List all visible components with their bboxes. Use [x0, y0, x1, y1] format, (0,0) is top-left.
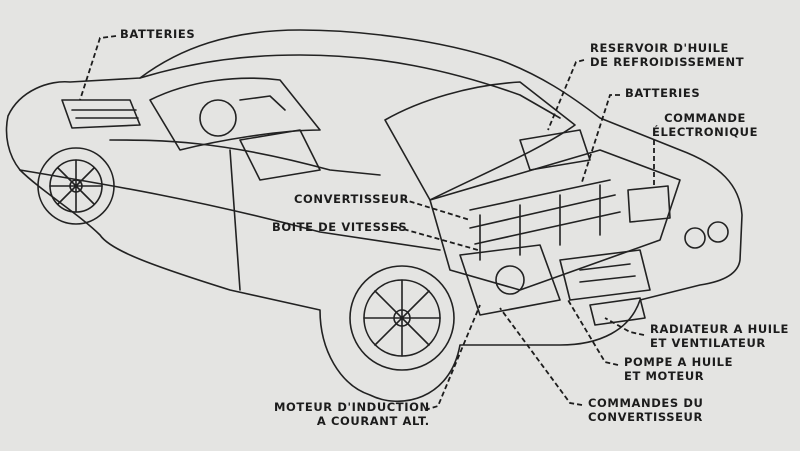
label-batteries-front: BATTERIES — [120, 27, 196, 41]
label-batteries-rear: BATTERIES — [625, 86, 701, 100]
windshield — [149, 77, 321, 151]
front-wheel — [37, 147, 115, 225]
label-commande: COMMANDE ÉLECTRONIQUE — [652, 111, 759, 139]
car-roof — [139, 54, 561, 119]
leader-commandes-conv — [499, 307, 583, 406]
side-crease — [19, 169, 441, 251]
electronic-control-box — [627, 185, 671, 223]
leader-moteur — [424, 304, 481, 411]
label-boite: BOITE DE VITESSES — [272, 220, 408, 234]
label-radiateur: RADIATEUR A HUILE ET VENTILATEUR — [650, 322, 790, 350]
label-commandes-conv: COMMANDES DU CONVERTISSEUR — [588, 396, 704, 424]
leader-radiateur — [604, 317, 645, 336]
tail-light — [684, 227, 706, 249]
radiator — [589, 297, 646, 326]
rear-wheel — [349, 265, 455, 371]
label-pompe: POMPE A HUILE ET MOTEUR — [624, 355, 734, 383]
door-line — [229, 149, 241, 291]
leader-reservoir — [547, 59, 585, 131]
steering-wheel — [199, 99, 237, 137]
leader-pompe — [567, 299, 619, 366]
motor-assembly — [459, 244, 561, 316]
label-moteur: MOTEUR D'INDUCTION A COURANT ALT. — [274, 400, 430, 428]
door-line-2 — [109, 139, 381, 176]
leader-batteries-front — [79, 35, 117, 101]
front-battery-box — [61, 99, 141, 129]
seat — [239, 129, 321, 181]
car-body-outline — [5, 29, 743, 403]
rear-window — [384, 81, 576, 201]
leader-convertisseur — [401, 198, 471, 221]
label-convertisseur: CONVERTISSEUR — [294, 192, 409, 206]
oil-reservoir — [519, 129, 591, 171]
leader-batteries-rear — [581, 94, 620, 183]
engine-bay — [429, 149, 681, 291]
label-reservoir: RESERVOIR D'HUILE DE REFROIDISSEMENT — [590, 41, 745, 69]
leader-boite — [395, 226, 479, 251]
